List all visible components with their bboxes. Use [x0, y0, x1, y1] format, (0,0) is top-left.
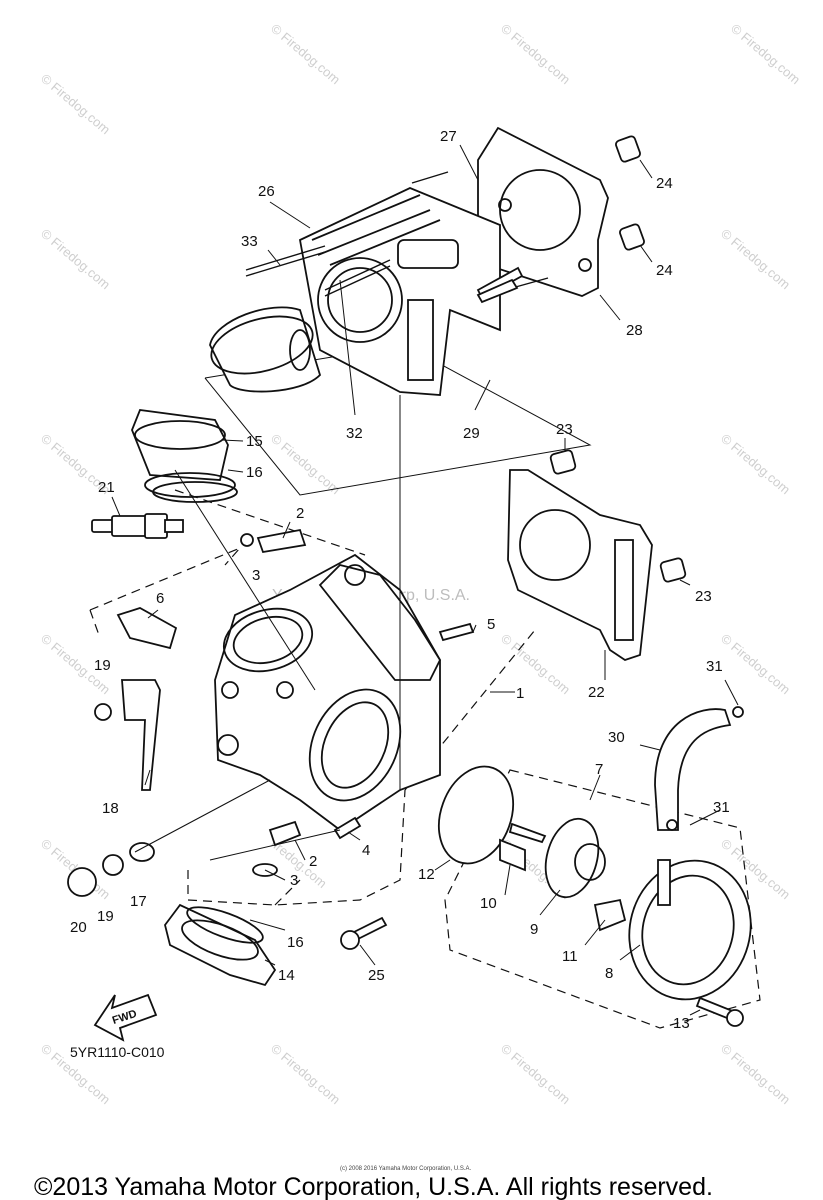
callout-12: 12: [418, 866, 435, 883]
callout-31-bottom: 31: [713, 799, 730, 816]
watermark: © Firedog.com: [728, 21, 803, 87]
callout-11: 11: [562, 948, 578, 965]
callout-14: 14: [278, 967, 295, 984]
watermark: © Firedog.com: [498, 631, 573, 697]
callout-6: 6: [156, 590, 164, 607]
callout-25: 25: [368, 967, 385, 984]
callout-24-bottom: 24: [656, 262, 673, 279]
callout-24-top: 24: [656, 175, 673, 192]
callout-23-right: 23: [695, 588, 712, 605]
spark-plug: [91, 513, 184, 539]
fwd-arrow: FWD: [93, 993, 158, 1042]
callout-18: 18: [102, 800, 119, 817]
watermark: © Firedog.com: [498, 1041, 573, 1107]
water-pump-assembly: [438, 706, 752, 1001]
callout-23-top: 23: [556, 421, 573, 438]
callout-29: 29: [463, 425, 480, 442]
callout-31-top: 31: [706, 658, 723, 675]
base-gasket: [507, 449, 687, 661]
piston: [131, 306, 322, 503]
callout-9: 9: [530, 921, 538, 938]
fasteners: [67, 278, 744, 1027]
callout-8: 8: [605, 965, 613, 982]
callout-32: 32: [346, 425, 363, 442]
callout-3-bottom: 3: [290, 872, 298, 889]
head-gasket-assembly: [477, 126, 645, 297]
callout-5: 5: [487, 616, 495, 633]
callout-labels: 1 2 2 3 3 4 5 6 7 8 9 10 11 12 13 14 15 …: [70, 128, 730, 1032]
callout-1: 1: [516, 685, 524, 702]
callout-27: 27: [440, 128, 457, 145]
callout-10: 10: [480, 895, 497, 912]
callout-13: 13: [673, 1015, 690, 1032]
watermark: © Firedog.com: [718, 1041, 793, 1107]
watermark: © Firedog.com: [268, 431, 343, 497]
callout-16-bottom: 16: [287, 934, 304, 951]
callout-30: 30: [608, 729, 625, 746]
callout-2-bottom: 2: [309, 853, 317, 870]
callout-16-top: 16: [246, 464, 263, 481]
watermark: © Firedog.com: [268, 1041, 343, 1107]
callout-19-bottom: 19: [97, 908, 114, 925]
callout-3-top: 3: [252, 567, 260, 584]
callout-7: 7: [595, 761, 603, 778]
callout-4: 4: [362, 842, 370, 859]
callout-21: 21: [98, 479, 115, 496]
callout-2-top: 2: [296, 505, 304, 522]
watermark: © Firedog.com: [38, 71, 113, 137]
leader-lines: [111, 144, 739, 1016]
diagram-code: 5YR1110-C010: [70, 1044, 165, 1060]
watermark: © Firedog.com: [498, 21, 573, 87]
watermark: © Firedog.com: [38, 226, 113, 292]
watermark: © Firedog.com: [268, 21, 343, 87]
watermark: © Firedog.com: [718, 226, 793, 292]
intake-manifold: [164, 903, 277, 987]
callout-28: 28: [626, 322, 643, 339]
cylinder-head: [214, 553, 442, 832]
callout-33: 33: [241, 233, 258, 250]
copyright-footer: ©2013 Yamaha Motor Corporation, U.S.A. A…: [34, 1173, 713, 1200]
callout-19-top: 19: [94, 657, 111, 674]
callout-17: 17: [130, 893, 147, 910]
callout-20: 20: [70, 919, 87, 936]
watermark: © Firedog.com: [718, 431, 793, 497]
fine-print: (c) 2008 2016 Yamaha Motor Corporation, …: [340, 1166, 472, 1172]
callout-22: 22: [588, 684, 605, 701]
callout-15: 15: [246, 433, 263, 450]
callout-26: 26: [258, 183, 275, 200]
